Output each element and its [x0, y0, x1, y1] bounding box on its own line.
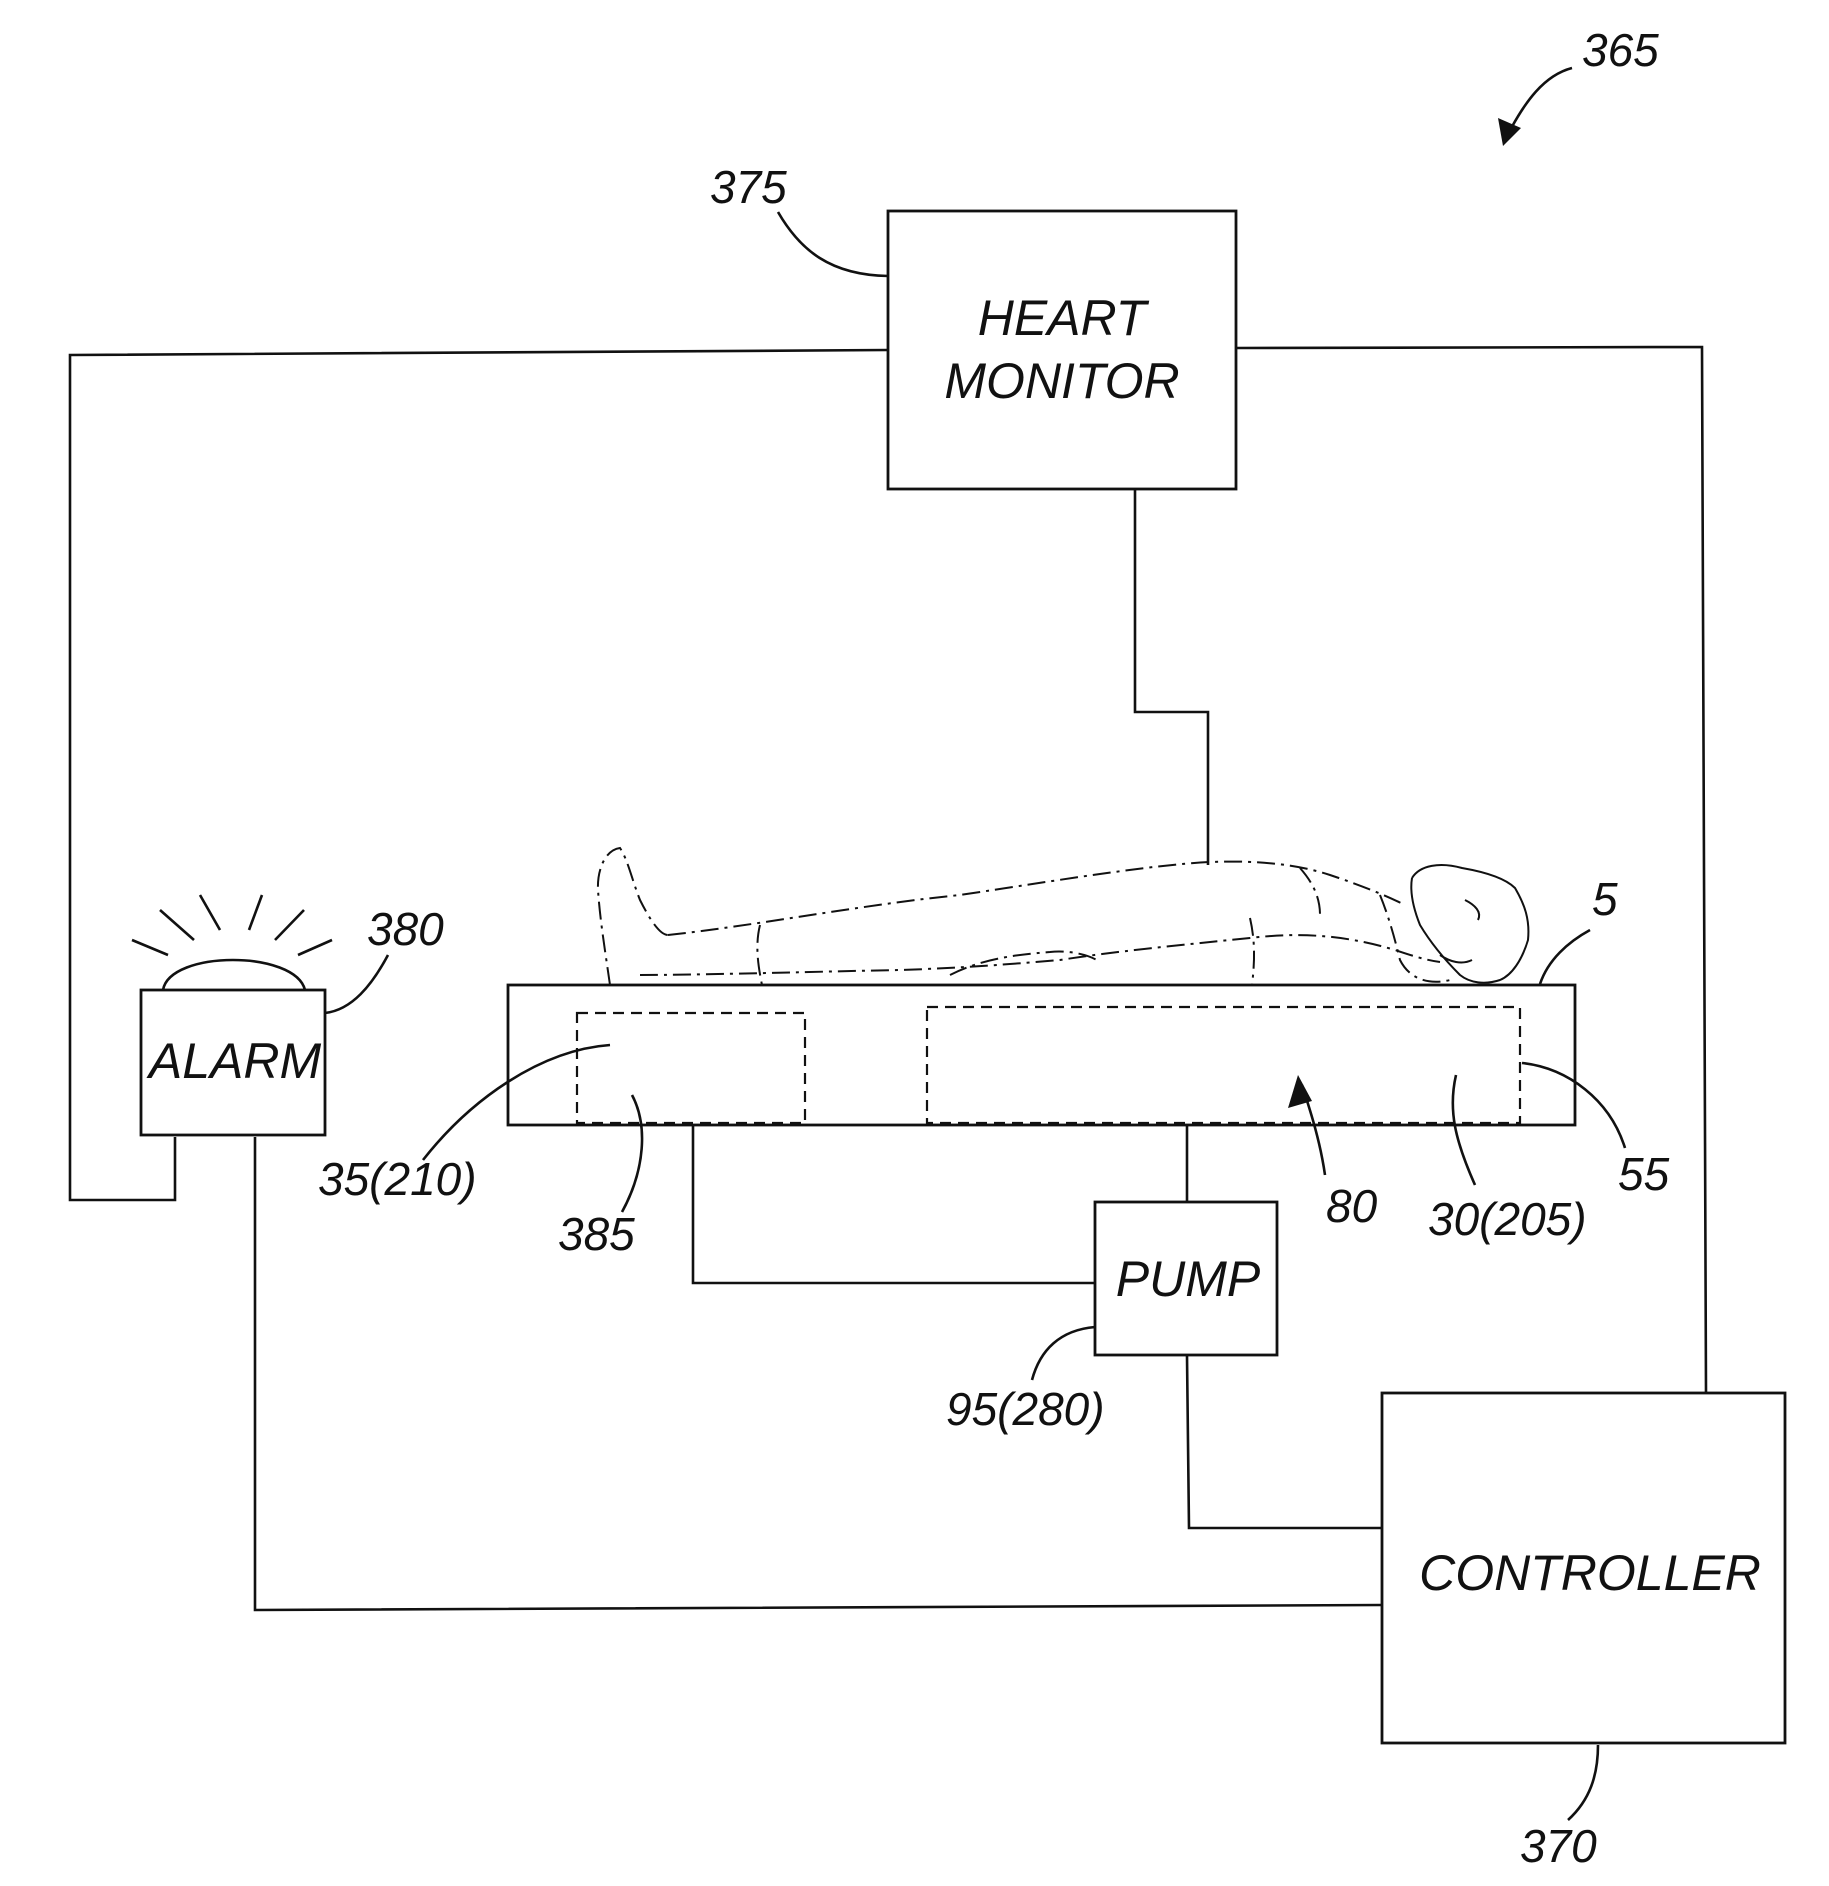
patient-foot — [598, 848, 668, 985]
bladder-left-ref: 35(210) — [318, 1153, 477, 1205]
alarm-light-dome — [163, 960, 305, 990]
controller-block: CONTROLLER 370 — [1382, 1393, 1785, 1872]
controller-label: CONTROLLER — [1419, 1545, 1761, 1601]
alarm-light-rays — [132, 895, 332, 955]
patient-ear — [1465, 900, 1479, 920]
patient-upper-contour — [668, 862, 1405, 935]
bladder-right-edge-ref: 55 — [1618, 1148, 1670, 1200]
bladder-right-labels: 80 30(205) 55 — [1288, 1063, 1670, 1245]
arrow-80-ref: 80 — [1326, 1180, 1378, 1232]
wire-mattress-pump-left — [693, 1126, 1095, 1283]
patient-arm — [1300, 868, 1320, 915]
wire-pump-controller — [1187, 1356, 1382, 1528]
bladder-left-inner-ref: 385 — [558, 1208, 635, 1260]
connection-wires — [70, 347, 1706, 1610]
figure-ref-arrowhead — [1498, 118, 1521, 146]
bladder-right-dashed — [927, 1007, 1520, 1123]
wire-alarm-controller — [255, 1137, 1382, 1610]
pump-label: PUMP — [1116, 1251, 1261, 1307]
pump-block: PUMP 95(280) — [946, 1202, 1277, 1435]
pump-leader — [1032, 1327, 1095, 1380]
pump-ref: 95(280) — [946, 1383, 1105, 1435]
patient-hip — [1250, 918, 1254, 985]
alarm-label: ALARM — [146, 1033, 322, 1089]
heart-monitor-leader — [778, 212, 888, 276]
patient-chin — [1440, 955, 1472, 962]
bladder-left-labels: 35(210) 385 — [318, 1045, 642, 1260]
mattress-leader — [1540, 930, 1590, 984]
mattress-block: 5 — [508, 873, 1618, 1125]
figure-ref-365: 365 — [1498, 24, 1659, 146]
mattress-ref: 5 — [1592, 873, 1618, 925]
bladder-right-edge-leader — [1522, 1063, 1625, 1148]
alarm-ref: 380 — [367, 903, 444, 955]
heart-monitor-box — [888, 211, 1236, 489]
heart-monitor-label-line1: HEART — [978, 290, 1150, 346]
patient-knee — [757, 925, 762, 985]
bladder-left-inner-leader — [622, 1095, 642, 1212]
patient-head — [1411, 865, 1528, 983]
bladder-left-leader — [423, 1045, 610, 1160]
heart-monitor-block: HEART MONITOR 375 — [710, 161, 1236, 489]
alarm-block: ALARM 380 — [132, 895, 444, 1135]
patient-hand — [950, 952, 1100, 975]
alarm-leader — [325, 955, 388, 1013]
heart-monitor-label-line2: MONITOR — [944, 353, 1179, 409]
controller-ref: 370 — [1520, 1820, 1597, 1872]
patient-figure — [598, 848, 1529, 985]
bladder-right-ref: 30(205) — [1428, 1193, 1587, 1245]
controller-leader — [1568, 1745, 1598, 1820]
bladder-right-leader — [1453, 1075, 1475, 1185]
heart-monitor-ref: 375 — [710, 161, 787, 213]
bladder-left-dashed — [577, 1013, 805, 1123]
figure-ref-label: 365 — [1582, 24, 1659, 76]
wire-monitor-patient — [1135, 489, 1208, 865]
